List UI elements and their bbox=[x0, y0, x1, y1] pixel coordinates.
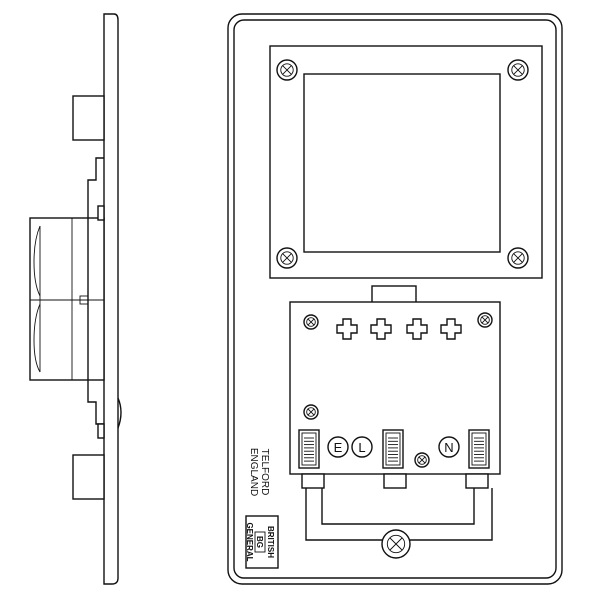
side-lug-top bbox=[72, 95, 105, 141]
screw bbox=[507, 247, 529, 269]
screws bbox=[276, 59, 529, 559]
side-view bbox=[29, 13, 122, 585]
terminal-earth: E bbox=[327, 436, 349, 458]
terminal-live-label: L bbox=[358, 440, 365, 455]
side-bracket bbox=[87, 157, 104, 425]
bracket-foot-center bbox=[383, 473, 407, 489]
upper-module-frame bbox=[269, 45, 543, 279]
logo-mark-box bbox=[254, 531, 266, 553]
terminal-clamp bbox=[382, 429, 404, 469]
side-rocker bbox=[117, 397, 122, 429]
upper-module-window bbox=[303, 73, 501, 253]
side-knob-1 bbox=[97, 205, 105, 221]
cross-slot bbox=[336, 318, 358, 340]
cross-slot bbox=[440, 318, 462, 340]
terminal-neutral: N bbox=[438, 436, 460, 458]
logo-frame bbox=[245, 515, 279, 569]
terminal-clamp bbox=[468, 429, 490, 469]
front-view: E L N TELFORD ENGLAND BRITISH BG GENERAL bbox=[227, 13, 563, 585]
screw bbox=[381, 529, 411, 559]
cross-slots bbox=[336, 318, 462, 340]
screw bbox=[276, 59, 298, 81]
side-knob-2 bbox=[97, 423, 105, 439]
side-module-curve-top bbox=[33, 225, 41, 297]
plate-inner bbox=[233, 19, 557, 579]
logo-line1: BRITISH bbox=[266, 526, 275, 558]
side-faceplate bbox=[103, 13, 119, 585]
bracket-inner bbox=[321, 488, 475, 525]
bracket-foot-right bbox=[465, 473, 489, 489]
side-screw bbox=[79, 295, 89, 305]
screw bbox=[276, 247, 298, 269]
maker-town: TELFORD bbox=[259, 449, 270, 496]
screw bbox=[414, 452, 430, 468]
logo-mark: BG bbox=[255, 536, 264, 548]
side-module-curve-bottom bbox=[33, 303, 41, 373]
maker-country: ENGLAND bbox=[248, 448, 259, 496]
screw bbox=[507, 59, 529, 81]
cross-slot bbox=[370, 318, 392, 340]
terminal-earth-label: E bbox=[334, 440, 343, 455]
side-module-body bbox=[29, 217, 105, 381]
screw bbox=[303, 404, 319, 420]
terminal-clamp bbox=[298, 429, 320, 469]
screw bbox=[303, 314, 319, 330]
terminal-live: L bbox=[351, 436, 373, 458]
side-lug-bottom bbox=[72, 454, 105, 500]
cross-slot bbox=[406, 318, 428, 340]
brand-logo: BRITISH BG GENERAL bbox=[245, 515, 279, 569]
maker-mark: TELFORD ENGLAND bbox=[248, 448, 270, 496]
screw bbox=[477, 312, 493, 328]
bracket-foot-left bbox=[301, 473, 325, 489]
terminal-clamps bbox=[298, 429, 490, 469]
terminal-neutral-label: N bbox=[444, 440, 453, 455]
logo-line2: GENERAL bbox=[245, 522, 254, 561]
